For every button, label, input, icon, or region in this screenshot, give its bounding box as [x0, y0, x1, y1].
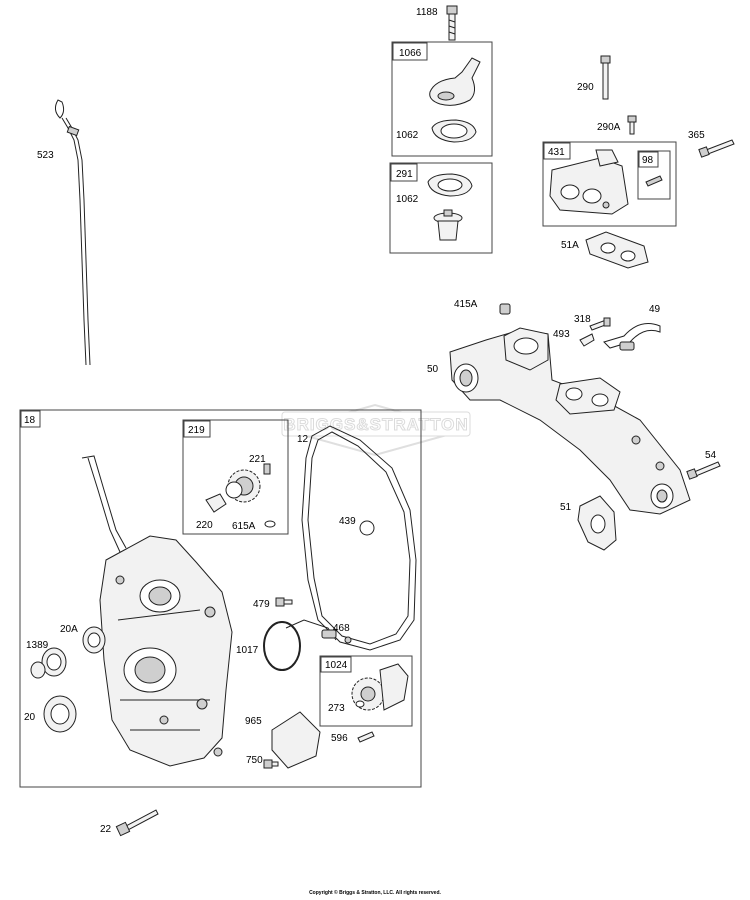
box-label-98: 98 [642, 155, 654, 166]
label-290: 290 [577, 82, 594, 93]
label-318: 318 [574, 314, 591, 325]
label-12: 12 [297, 434, 309, 445]
gasket-12 [301, 425, 417, 651]
label-290a: 290A [597, 122, 621, 133]
intake-manifold-50 [449, 327, 691, 515]
bolt-1188 [446, 5, 458, 41]
box-label-1024: 1024 [325, 660, 348, 671]
dipstick-523 [54, 99, 91, 366]
label-220: 220 [196, 520, 213, 531]
box-1024: 1024 [319, 655, 413, 727]
oil-pickup-tube [285, 619, 337, 641]
box-label-1066: 1066 [399, 48, 422, 59]
label-221: 221 [249, 454, 266, 465]
bolt-290 [600, 55, 611, 100]
label-1062-upper: 1062 [396, 130, 419, 141]
label-439: 439 [339, 516, 356, 527]
label-1017: 1017 [236, 645, 259, 656]
part-labels: 1188 1062 1062 290 290A 365 51A 523 415A… [24, 7, 717, 835]
box-219: 219 [182, 419, 289, 535]
label-50: 50 [427, 364, 439, 375]
briggs-stratton-watermark-logo: BRIGGS&STRATTON [281, 403, 471, 457]
label-20: 20 [24, 712, 36, 723]
box-1066: 1066 [391, 41, 493, 157]
crankcase-cover [81, 455, 233, 767]
label-965: 965 [245, 716, 262, 727]
label-49: 49 [649, 304, 661, 315]
label-1062-lower: 1062 [396, 194, 419, 205]
gasket-51a [585, 231, 649, 269]
box-18: 18 [19, 409, 422, 788]
bolt-22 [115, 809, 159, 837]
screw-318 [589, 317, 611, 331]
label-20a: 20A [60, 624, 78, 635]
bolt-479 [275, 597, 293, 607]
clip-493 [579, 333, 595, 347]
screw-750 [263, 759, 279, 769]
bolt-54 [686, 461, 721, 480]
label-415a: 415A [454, 299, 478, 310]
u-bolt-49 [603, 323, 661, 351]
label-596: 596 [331, 733, 348, 744]
watermark-text: BRIGGS&STRATTON [283, 415, 468, 434]
box-291: 291 [389, 162, 493, 254]
pin-468 [344, 636, 352, 644]
bolt-290a [627, 115, 637, 135]
box-431: 431 98 [542, 141, 677, 227]
label-493: 493 [553, 329, 570, 340]
label-615a: 615A [232, 521, 256, 532]
box-label-219: 219 [188, 425, 205, 436]
box-label-431: 431 [548, 147, 565, 158]
label-273: 273 [328, 703, 345, 714]
gasket-51 [577, 495, 617, 551]
label-1188: 1188 [416, 7, 438, 18]
bearing-1389 [30, 647, 67, 679]
label-51a: 51A [561, 240, 579, 251]
label-479: 479 [253, 599, 270, 610]
label-468: 468 [333, 623, 350, 634]
box-label-291: 291 [396, 169, 413, 180]
seal-20a [82, 626, 106, 654]
label-22: 22 [100, 824, 112, 835]
washer-439 [359, 520, 375, 536]
o-ring-1017 [263, 621, 301, 671]
plug-415a [499, 303, 511, 315]
copyright-notice: Copyright © Briggs & Stratton, LLC. All … [309, 890, 441, 896]
label-523: 523 [37, 150, 54, 161]
seal-20 [43, 695, 77, 733]
label-365: 365 [688, 130, 705, 141]
box-label-18: 18 [24, 415, 36, 426]
label-54: 54 [705, 450, 717, 461]
label-1389: 1389 [26, 640, 49, 651]
screw-596 [357, 731, 375, 743]
label-750: 750 [246, 755, 263, 766]
label-51: 51 [560, 502, 572, 513]
bolt-365 [698, 139, 735, 158]
cover-965 [271, 711, 321, 769]
